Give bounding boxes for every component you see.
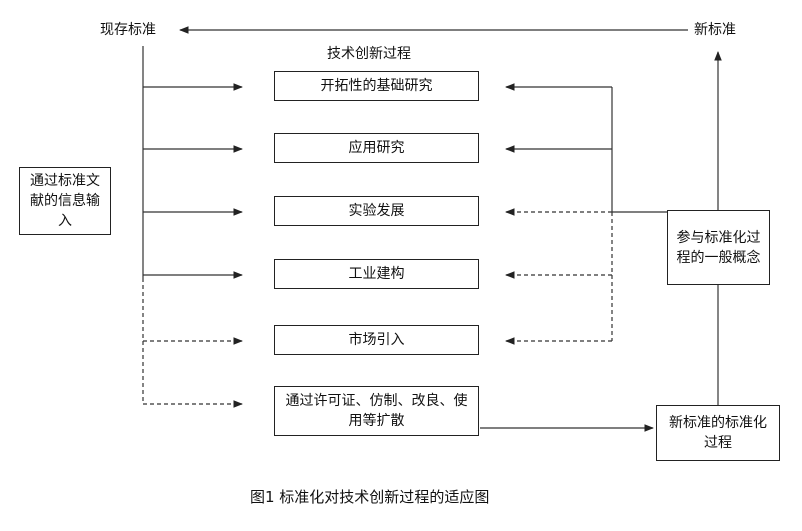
stage-basic-research: 开拓性的基础研究 [274, 71, 479, 101]
info-input-text: 通过标准文献的信息输入 [30, 173, 100, 229]
standardization-process-text: 新标准的标准化过程 [669, 415, 767, 451]
stage-label: 通过许可证、仿制、改良、使用等扩散 [285, 393, 468, 429]
stage-label: 市场引入 [348, 332, 405, 348]
stage-label: 应用研究 [348, 140, 405, 156]
stage-industrial-construction: 工业建构 [274, 259, 479, 289]
stage-label: 实验发展 [348, 203, 405, 219]
current-standard-label: 现存标准 [100, 22, 156, 38]
figure-caption: 图1 标准化对技术创新过程的适应图 [250, 488, 490, 506]
stage-experimental-development: 实验发展 [274, 196, 479, 226]
general-concept-box: 参与标准化过程的一般概念 [667, 210, 770, 285]
general-concept-text: 参与标准化过程的一般概念 [676, 229, 761, 266]
new-standard-label: 新标准 [694, 22, 736, 38]
info-input-box: 通过标准文献的信息输入 [19, 167, 111, 235]
tech-innovation-process-title: 技术创新过程 [327, 46, 411, 62]
stage-diffusion: 通过许可证、仿制、改良、使用等扩散 [274, 386, 479, 436]
stage-applied-research: 应用研究 [274, 133, 479, 163]
stage-label: 开拓性的基础研究 [320, 78, 433, 94]
stage-label: 工业建构 [348, 266, 405, 282]
stage-market-introduction: 市场引入 [274, 325, 479, 355]
standardization-process-box: 新标准的标准化过程 [656, 405, 780, 461]
